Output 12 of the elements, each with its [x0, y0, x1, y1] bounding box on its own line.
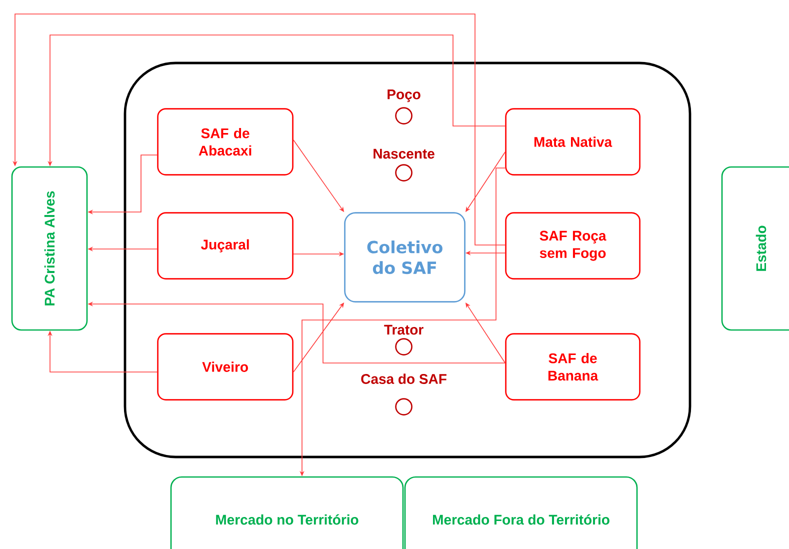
- process-box: Viveiro: [157, 333, 294, 400]
- market-box: Mercado no Território: [170, 476, 404, 549]
- process-box: SAF de Banana: [505, 333, 640, 400]
- central-box: Coletivo do SAF: [344, 212, 466, 302]
- process-box: Mata Nativa: [505, 108, 640, 176]
- market-box: Mercado Fora do Território: [404, 476, 638, 549]
- area-frame: [124, 62, 692, 458]
- process-box: SAF de Abacaxi: [157, 108, 294, 176]
- process-box: Juçaral: [157, 212, 294, 280]
- process-box: SAF Roça sem Fogo: [505, 212, 640, 280]
- actor-box: PA Cristina Alves: [11, 166, 88, 331]
- actor-box: Estado: [721, 166, 789, 331]
